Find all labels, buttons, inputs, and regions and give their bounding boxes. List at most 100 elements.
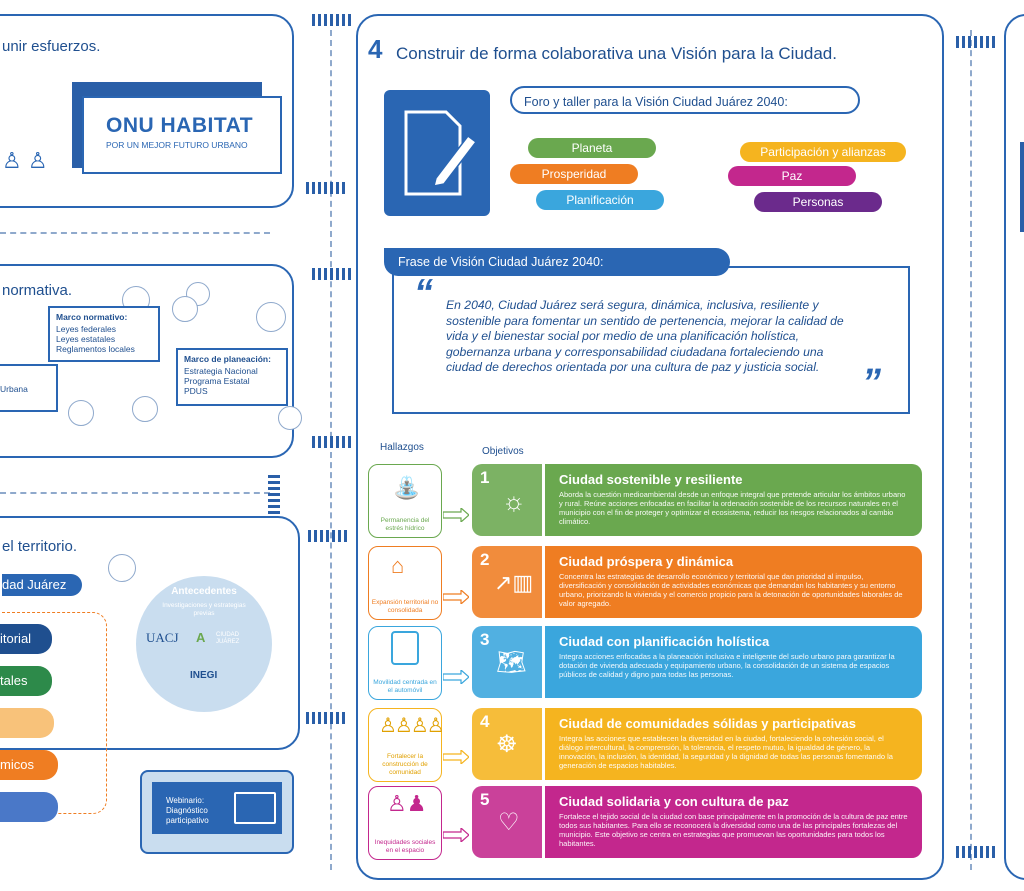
objective-title: Ciudad solidaria y con cultura de paz xyxy=(559,794,789,809)
screen-icon xyxy=(234,792,276,824)
tree-icon xyxy=(278,406,302,430)
hallazgo-caption: Inequidades sociales en el espacio xyxy=(374,839,436,854)
stack-item: micos xyxy=(0,750,58,780)
marco-planeacion-title: Marco de planeación: xyxy=(184,354,271,364)
objective-number-cell: 1☼ xyxy=(472,464,545,536)
foro-label: Foro y taller para la Visión Ciudad Juár… xyxy=(510,86,860,114)
hallazgo-caption: Permanencia del estrés hídrico xyxy=(380,517,430,532)
faucet-icon: ⛲ xyxy=(393,475,421,500)
objective-desc: Integra acciones enfocadas a la planeaci… xyxy=(559,652,895,679)
logo-juarez: CIUDAD JUÁREZ xyxy=(216,632,240,645)
stack-item: tales xyxy=(0,666,52,696)
hallazgo-caption: Movilidad centrada en el automóvil xyxy=(373,679,437,694)
stack-item xyxy=(0,708,54,738)
territorio-title: el territorio. xyxy=(2,538,78,555)
objective-desc: Concentra las estrategias de desarrollo … xyxy=(559,572,903,608)
urbana-label: Urbana xyxy=(0,384,28,394)
map-icon: 🗺 xyxy=(496,649,527,676)
expansion-icon: ⌂ xyxy=(391,553,405,578)
tree-icon xyxy=(68,400,94,426)
crosswalk xyxy=(956,36,996,48)
tree-icon xyxy=(256,302,286,332)
tree-icon xyxy=(132,396,158,422)
objective-number: 1 xyxy=(480,468,490,487)
objective-row: 5♡ Ciudad solidaria y con cultura de paz… xyxy=(472,786,922,858)
panel-right xyxy=(1004,14,1024,880)
logo-a: A xyxy=(196,630,206,645)
hallazgo-card: ⌂ Expansión territorial no consolidada xyxy=(368,546,442,620)
objetivos-label: Objetivos xyxy=(482,446,524,457)
group-icon: ☸ xyxy=(496,731,518,758)
hallazgo-card: ♙♟ Inequidades sociales en el espacio xyxy=(368,786,442,860)
arrow-icon xyxy=(443,828,469,842)
marco-normativo-sign: Marco normativo: Leyes federales Leyes e… xyxy=(48,306,160,362)
objective-title: Ciudad de comunidades sólidas y particip… xyxy=(559,716,856,731)
road-line xyxy=(0,232,270,234)
crosswalk xyxy=(312,436,352,448)
document-icon xyxy=(384,90,490,216)
quote-open: “ xyxy=(414,272,433,314)
frase-title: Frase de Visión Ciudad Juárez 2040: xyxy=(384,248,730,276)
hallazgo-card: Movilidad centrada en el automóvil xyxy=(368,626,442,700)
road-line xyxy=(0,492,270,494)
objective-title: Ciudad próspera y dinámica xyxy=(559,554,734,569)
webinar-inner: Webinario: Diagnóstico participativo xyxy=(152,782,282,834)
heart-hand-icon: ♡ xyxy=(498,809,520,836)
antecedentes-title: Antecedentes xyxy=(171,586,237,597)
hallazgos-label: Hallazgos xyxy=(380,442,424,453)
objective-number-cell: 5♡ xyxy=(472,786,545,858)
step-number: 4 xyxy=(368,34,383,64)
objective-number: 2 xyxy=(480,550,490,569)
right-block xyxy=(1020,142,1024,232)
marco-normativo-item: Reglamentos locales xyxy=(56,344,135,354)
logo-inegi: INEGI xyxy=(190,670,218,681)
pill-participacion: Participación y alianzas xyxy=(740,142,906,162)
objective-number: 3 xyxy=(480,630,490,649)
objective-number: 4 xyxy=(480,712,490,731)
tree-icon xyxy=(172,296,198,322)
antecedentes-circle: Antecedentes Investigaciones y estrategi… xyxy=(136,576,272,712)
frase-text: En 2040, Ciudad Juárez será segura, diná… xyxy=(446,298,844,374)
objective-row: 3🗺 Ciudad con planificación holística In… xyxy=(472,626,922,698)
marco-normativo-item: Leyes estatales xyxy=(56,334,116,344)
pill-planeta: Planeta xyxy=(528,138,656,158)
panel-territorio: el territorio. dad Juárez Antecedentes I… xyxy=(0,516,300,814)
road-line xyxy=(970,30,972,870)
objective-title: Ciudad sostenible y resiliente xyxy=(559,472,743,487)
panel-normativa: normativa. Marco normativo: Leyes federa… xyxy=(0,264,302,458)
objective-number-cell: 2↗▥ xyxy=(472,546,545,618)
hallazgo-caption: Expansión territorial no consolidada xyxy=(371,599,439,614)
antecedentes-sub: Investigaciones y estrategias previas xyxy=(162,602,246,617)
stack-item xyxy=(0,792,58,822)
onu-logo-main: ONU HABITAT xyxy=(106,114,254,137)
crosswalk xyxy=(306,712,346,724)
hallazgo-card: ⛲ Permanencia del estrés hídrico xyxy=(368,464,442,538)
objective-desc: Integra las acciones que establecen la d… xyxy=(559,734,893,770)
hallazgo-card: ♙♙♙♙ Fortalecer la construcción de comun… xyxy=(368,708,445,782)
crosswalk xyxy=(306,182,346,194)
arrow-icon xyxy=(443,590,469,604)
hallazgo-caption: Fortalecer la construcción de comunidad xyxy=(382,753,428,776)
marco-planeacion-item: Estrategia Nacional xyxy=(184,366,258,376)
marco-planeacion-sign: Marco de planeación: Estrategia Nacional… xyxy=(176,348,288,406)
main-title: Construir de forma colaborativa una Visi… xyxy=(396,44,837,63)
panel-unir: unir esfuerzos. ONU HABITAT POR UN MEJOR… xyxy=(0,14,294,208)
objective-row: 4 ☸ Ciudad de comunidades sólidas y parti… xyxy=(472,708,922,780)
marco-normativo-item: Leyes federales xyxy=(56,324,117,334)
traffic-light-icon xyxy=(391,631,419,665)
marco-planeacion-item: Programa Estatal xyxy=(184,376,250,386)
crosswalk xyxy=(956,846,996,858)
crosswalk xyxy=(308,530,348,542)
unir-title: unir esfuerzos. xyxy=(2,38,101,55)
objective-desc: Aborda la cuestión medioambiental desde … xyxy=(559,490,906,526)
people-icon: ♙ ♙ xyxy=(2,148,48,173)
crosswalk xyxy=(268,474,280,514)
ciudad-juarez-tag: dad Juárez xyxy=(2,574,82,596)
onu-logo: ONU HABITAT POR UN MEJOR FUTURO URBANO xyxy=(82,96,282,174)
tree-icon xyxy=(108,554,136,582)
sun-icon: ☼ xyxy=(502,486,526,516)
quote-close: ” xyxy=(862,362,881,404)
community-icon: ♙♙♙♙ xyxy=(379,715,445,737)
pill-prosperidad: Prosperidad xyxy=(510,164,638,184)
pill-planificacion: Planificación xyxy=(536,190,664,210)
